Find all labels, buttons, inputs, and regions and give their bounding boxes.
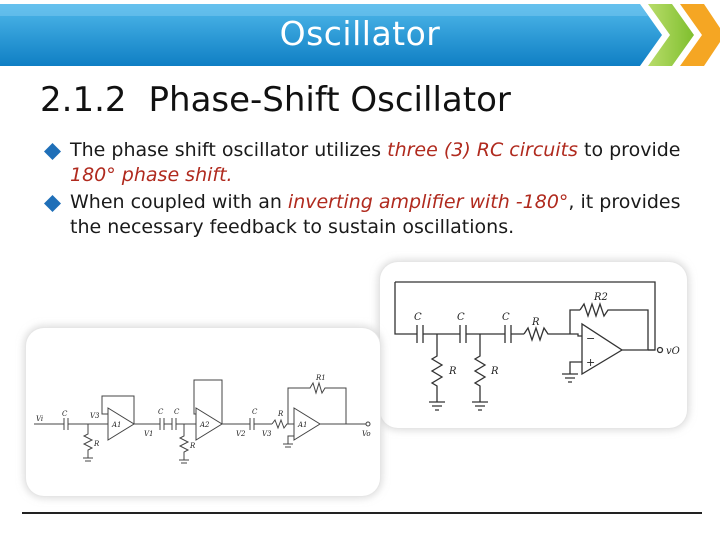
label-c4: C <box>252 408 258 416</box>
label-c3: C <box>502 312 510 323</box>
label-vo: Vo <box>362 430 371 438</box>
label-minus: − <box>586 332 595 345</box>
rc-phase-shift-circuit-image: C C C R R R R2 − + vO <box>380 262 687 428</box>
title-banner: Oscillator <box>0 0 720 70</box>
rc-phase-shift-schematic: C C C R R R R2 − + vO <box>394 281 680 411</box>
label-v2: V2 <box>236 430 246 438</box>
label-r-shunt1: R <box>448 366 457 377</box>
label-c2: C <box>457 312 465 323</box>
label-v1: V1 <box>144 430 154 438</box>
banner-arrow-icon <box>0 4 720 66</box>
label-a1-last: A1 <box>297 421 308 429</box>
banner-title: Oscillator <box>279 14 441 53</box>
bullet-text: When coupled with an <box>70 191 288 213</box>
section-number: 2.1.2 <box>40 80 127 120</box>
label-c2: C <box>158 408 164 416</box>
page-title: 2.1.2 Phase-Shift Oscillator <box>40 80 511 120</box>
label-output: vO <box>666 346 680 357</box>
bullet-highlight: inverting amplifier with -180° <box>287 191 569 213</box>
label-vi: Vi <box>36 415 43 423</box>
label-r: R <box>277 410 284 418</box>
bullet-highlight: 180° phase shift. <box>70 164 233 186</box>
opamp-phase-shift-circuit-image: Vi C V3 A1 V1 C C A2 V2 C R V3 R1 A1 Vo … <box>26 328 380 496</box>
list-item: When coupled with an inverting amplifier… <box>44 190 684 240</box>
label-r-gnd1: R <box>93 440 100 448</box>
diamond-bullet-icon <box>44 143 61 160</box>
footer-divider <box>22 512 702 514</box>
bullet-text: to provide <box>577 139 681 161</box>
label-v3b: V3 <box>262 430 272 438</box>
label-v3: V3 <box>90 412 100 420</box>
bullet-list: The phase shift oscillator utilizes thre… <box>44 138 684 242</box>
diamond-bullet-icon <box>44 195 61 212</box>
label-a1-first: A1 <box>111 421 122 429</box>
label-plus: + <box>586 356 595 369</box>
bullet-text: , it provides the necessary feedback to … <box>70 191 681 238</box>
label-c1: C <box>414 312 422 323</box>
opamp-phase-shift-schematic: Vi C V3 A1 V1 C C A2 V2 C R V3 R1 A1 Vo … <box>34 374 371 464</box>
label-c1: C <box>62 410 68 418</box>
label-rf: R1 <box>315 374 326 382</box>
label-c3: C <box>174 408 180 416</box>
bullet-text: The phase shift oscillator utilizes <box>70 139 388 161</box>
label-r-gnd2: R <box>189 442 196 450</box>
list-item: The phase shift oscillator utilizes thre… <box>44 138 684 188</box>
bullet-highlight: three (3) RC circuits <box>387 139 578 161</box>
label-r-feedback: R2 <box>593 292 608 303</box>
label-r-series: R <box>531 317 540 328</box>
label-r-shunt2: R <box>490 366 499 377</box>
label-a2: A2 <box>199 421 210 429</box>
section-title: Phase-Shift Oscillator <box>148 80 511 120</box>
